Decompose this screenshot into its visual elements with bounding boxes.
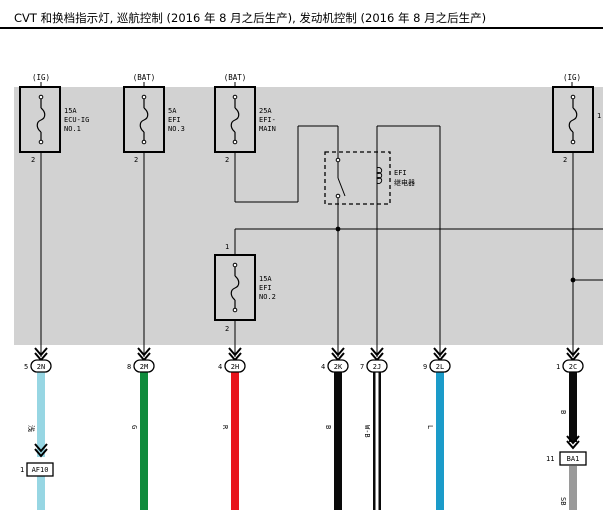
wire-lightblue-lower <box>37 476 45 510</box>
relay-label: 继电器 <box>394 178 415 187</box>
fuse-name: ECU-IG <box>64 116 89 124</box>
fuse-pin: 2 <box>134 156 138 164</box>
wire-color-label: R <box>221 425 229 430</box>
fuse-name: EFI- <box>259 116 276 124</box>
fuse-rating: 15A <box>259 275 272 283</box>
page-title: CVT 和换档指示灯, 巡航控制 (2016 年 8 月之后生产), 发动机控制… <box>14 11 486 25</box>
fuse-name-2: NO.2 <box>259 293 276 301</box>
wire-color-label: W-B <box>363 425 371 438</box>
supply-label-bat-1: (BAT) <box>133 73 156 82</box>
connector-code: 2H <box>231 363 239 371</box>
connector-pin: 1 <box>556 363 560 371</box>
fuse-name-2: MAIN <box>259 125 276 133</box>
connector-code: BA1 <box>567 455 580 463</box>
fuse-pin-top: 1 <box>225 243 229 251</box>
connector-pin: 4 <box>321 363 325 371</box>
wire-black <box>334 372 342 510</box>
connector-row: 2N 5 2M 8 2H 4 2K 4 2J 7 2L 9 2C 1 <box>24 347 584 373</box>
relay-name: EFI <box>394 169 407 177</box>
connector-pin: 5 <box>24 363 28 371</box>
connector-af10: AF10 1 <box>20 443 54 477</box>
wire-color-label: B <box>559 410 567 414</box>
wire-color-label: B <box>324 425 332 429</box>
fuse-pin: 2 <box>225 156 229 164</box>
fuse-efi-no3: 5A EFI NO.3 2 <box>123 86 185 164</box>
fuse-name-2: NO.3 <box>168 125 185 133</box>
fuse-ecu-ig-no1: 15A ECU-IG NO.1 2 <box>19 86 89 164</box>
supply-label-bat-2: (BAT) <box>224 73 247 82</box>
connector-pin: 7 <box>360 363 364 371</box>
wire-gray <box>569 466 577 510</box>
connector-code: 2C <box>569 363 577 371</box>
supply-label-ig-1: (IG) <box>32 73 50 82</box>
wire-color-label: 浅 <box>27 425 36 432</box>
connector-pin: 8 <box>127 363 131 371</box>
fuse-name: EFI <box>259 284 272 292</box>
fuse-name-2: NO.1 <box>64 125 81 133</box>
wire-lightblue <box>37 372 45 457</box>
connector-code: 2M <box>140 363 148 371</box>
junction-block-panel <box>14 87 603 345</box>
fuse-pin: 2 <box>225 325 229 333</box>
wire-color-label: L <box>426 425 434 429</box>
efi-relay: EFI 继电器 <box>324 151 415 205</box>
fuse-name: EFI <box>168 116 181 124</box>
connector-pin: 1 <box>20 466 24 474</box>
fuse-rating: 5A <box>168 107 177 115</box>
connector-code: AF10 <box>32 466 49 474</box>
fuse-ig-right: 1 2 <box>552 86 601 164</box>
supply-label-ig-2: (IG) <box>563 73 581 82</box>
wire-color-label: G <box>130 425 138 429</box>
splice-point <box>335 226 341 232</box>
fuse-pin: 2 <box>31 156 35 164</box>
connector-code: 2L <box>436 363 444 371</box>
connector-ba1: BA1 11 <box>546 435 587 466</box>
splice-point <box>570 277 576 283</box>
connector-pin: 11 <box>546 455 554 463</box>
fuse-rating: 15A <box>64 107 77 115</box>
fuse-pin: 2 <box>563 156 567 164</box>
connector-pin: 9 <box>423 363 427 371</box>
wire-color-label: SB <box>559 497 567 505</box>
wire-green <box>140 372 148 510</box>
fuse-rating: 1 <box>597 112 601 120</box>
wire-black-right <box>569 372 577 442</box>
fuse-rating: 25A <box>259 107 272 115</box>
connector-pin: 4 <box>218 363 222 371</box>
connector-code: 2N <box>37 363 45 371</box>
connector-code: 2K <box>334 363 343 371</box>
wire-blue <box>436 372 444 510</box>
wire-red <box>231 372 239 510</box>
connector-code: 2J <box>373 363 381 371</box>
